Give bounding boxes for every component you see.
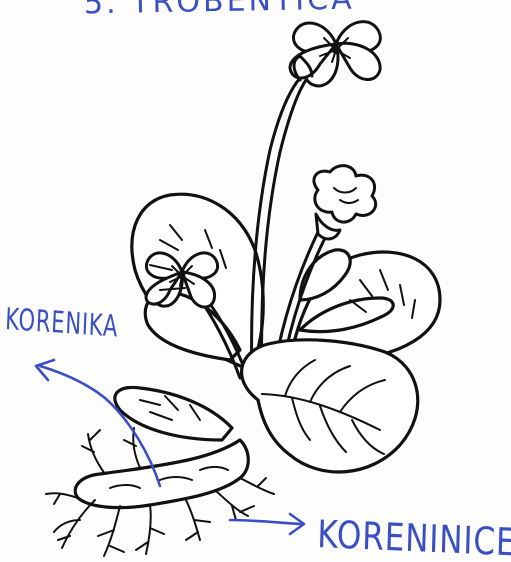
flower-top — [290, 22, 380, 86]
label-rhizome: KORENIKA — [5, 302, 119, 345]
leaf-front-right — [242, 340, 418, 472]
leaf-front-left — [115, 387, 232, 440]
pointer-koreninice — [230, 520, 300, 524]
label-roots: KORENINICE — [317, 512, 511, 562]
flower-middle — [314, 166, 376, 239]
